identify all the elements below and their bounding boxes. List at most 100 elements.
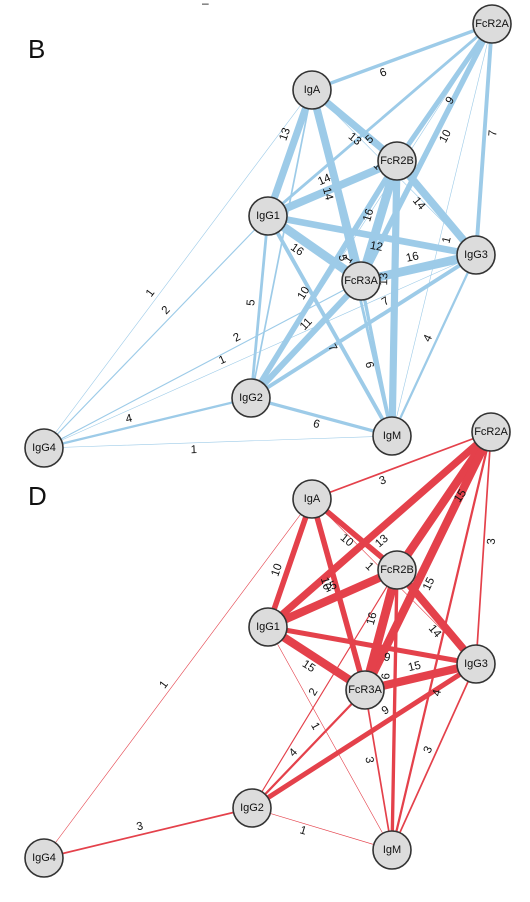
- edge-weight-label: 15: [300, 658, 317, 675]
- node-label: IgG3: [464, 249, 488, 261]
- edge-weight-label: 10: [318, 576, 333, 592]
- edge-weight-label: 6: [312, 418, 321, 431]
- edge-weight-label: 1: [190, 444, 197, 456]
- edge-igg3-igg2: [249, 661, 479, 811]
- panel-b: B 69105711131141351314141610131216572167…: [24, 4, 512, 468]
- edge-igg3-fcr2a: [474, 22, 494, 257]
- edge-weight-label: 6: [362, 361, 375, 370]
- node-circle: [341, 261, 381, 301]
- node-label: IgM: [383, 844, 401, 856]
- node-igg3: IgG3: [456, 644, 496, 684]
- panel-d-label: D: [28, 481, 47, 511]
- node-label: IgG4: [32, 442, 56, 454]
- edge-fcr2b-igg3: [393, 566, 480, 668]
- node-iga: IgA: [292, 70, 332, 110]
- edge-weight-label: 9: [383, 651, 391, 664]
- edge-igg1-igg3: [264, 212, 480, 259]
- edge-weight-label: 3: [378, 474, 388, 487]
- edge-fcr2b-igm: [390, 568, 399, 852]
- node-fcr2b: FcR2B: [377, 550, 417, 590]
- node-fcr2a: FcR2A: [472, 4, 512, 44]
- node-circle: [231, 378, 271, 418]
- edge-weight-label: 2: [160, 304, 173, 317]
- edge-fcr2b-igm: [388, 157, 401, 440]
- edge-weight-label: 1: [298, 824, 308, 837]
- edge-weight-label: 13: [378, 273, 390, 286]
- edge-igg2-igm: [251, 807, 393, 851]
- edge-weight-label: 13: [278, 126, 294, 142]
- edge-igg2-igm: [249, 396, 394, 438]
- edge-weight-label: 3: [486, 538, 498, 545]
- edge-fcr3a-igm: [359, 279, 394, 438]
- edge-weight-label: 2: [231, 331, 242, 345]
- edge-weight-label: 16: [405, 250, 420, 265]
- edge-weight-label: 3: [362, 756, 375, 764]
- edge-igg4-igm: [43, 435, 393, 449]
- node-igm: IgM: [372, 830, 412, 870]
- edge-weight-label: 16: [361, 207, 376, 223]
- edge-weight-label: 7: [487, 130, 499, 137]
- node-label: FcR2B: [380, 155, 414, 167]
- edge-iga-fcr2a: [311, 431, 492, 500]
- node-igg3: IgG3: [456, 235, 496, 275]
- edge-iga-igg2: [250, 89, 313, 399]
- edge-weight-label: 1: [363, 560, 376, 573]
- edge-fcr3a-igg2: [247, 277, 365, 402]
- edge-igg1-fcr2a: [264, 428, 495, 631]
- edge-weight-label: 12: [369, 240, 384, 254]
- edge-fcr2b-fcr3a: [360, 565, 402, 695]
- edge-igg1-igg4: [43, 215, 269, 449]
- node-igg1: IgG1: [248, 196, 288, 236]
- edge-weight-label: 14: [320, 186, 335, 202]
- edge-fcr3a-igg4: [43, 280, 362, 449]
- node-iga: IgA: [292, 479, 332, 519]
- node-igg4: IgG4: [24, 428, 64, 468]
- edge-weight-label: 3: [135, 820, 144, 833]
- edge-fcr2b-fcr2a: [394, 21, 495, 164]
- node-label: FcR3A: [344, 275, 378, 287]
- edge-iga-igg4: [43, 89, 313, 449]
- edge-weight-label: 3: [422, 745, 436, 756]
- node-circle: [456, 235, 496, 275]
- node-circle: [292, 479, 332, 519]
- node-circle: [232, 788, 272, 828]
- node-circle: [292, 70, 332, 110]
- node-circle: [377, 550, 417, 590]
- panel-b-edges: [42, 21, 495, 450]
- node-igm: IgM: [372, 416, 412, 456]
- node-label: FcR3A: [348, 684, 382, 696]
- edge-fcr2b-igg1: [263, 565, 402, 632]
- panel-d-edges: [43, 427, 496, 859]
- node-circle: [345, 670, 385, 710]
- edge-weight-label: 15: [322, 579, 339, 595]
- node-igg1: IgG1: [248, 607, 288, 647]
- edge-weight-label: 15: [421, 576, 437, 593]
- edge-weight-label: 5: [336, 254, 349, 263]
- node-label: IgG2: [240, 802, 264, 814]
- node-circle: [24, 838, 64, 878]
- edge-igm-fcr2a: [390, 430, 493, 852]
- node-circle: [248, 607, 288, 647]
- edge-weight-label: 1: [308, 721, 322, 732]
- node-circle: [24, 428, 64, 468]
- node-label: IgG1: [256, 621, 280, 633]
- edge-weight-label: 7: [325, 342, 339, 353]
- edge-weight-label: 1: [342, 254, 356, 266]
- edge-igg1-igg3: [265, 624, 479, 667]
- node-label: FcR2A: [474, 426, 508, 438]
- edge-weight-label: 7: [380, 295, 392, 309]
- edge-iga-igg1: [264, 86, 316, 220]
- panel-b-edge-labels: 6910571113114135131414161013121657216741…: [124, 66, 499, 456]
- node-circle: [471, 412, 511, 452]
- edge-igg3-igm: [391, 663, 477, 851]
- edge-weight-label: 11: [298, 316, 315, 333]
- node-igg4: IgG4: [24, 838, 64, 878]
- node-circle: [472, 4, 512, 44]
- edge-weight-label: 2: [307, 686, 321, 698]
- node-fcr3a: FcR3A: [341, 261, 381, 301]
- node-label: IgA: [304, 493, 321, 505]
- edge-fcr3a-igm: [364, 689, 393, 851]
- node-label: IgM: [383, 430, 401, 442]
